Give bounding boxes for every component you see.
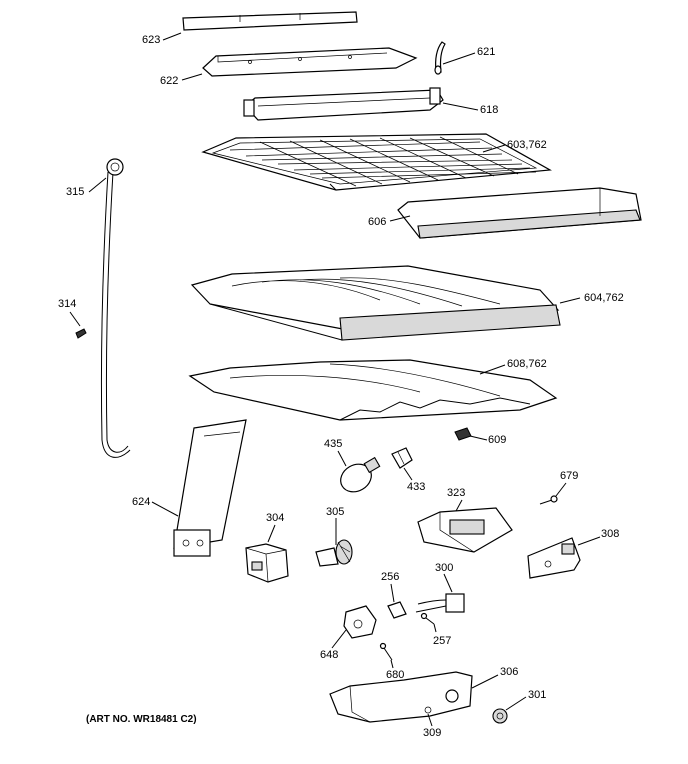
label-433: 433 — [407, 481, 426, 493]
label-257: 257 — [433, 635, 452, 647]
part-323-control-box — [417, 507, 513, 553]
part-301-knob — [492, 708, 508, 724]
label-622: 622 — [160, 75, 179, 87]
label-314: 314 — [58, 298, 77, 310]
label-609: 609 — [488, 434, 507, 446]
part-608-crisper-pan — [188, 359, 558, 421]
part-624-light-panel — [173, 419, 247, 557]
part-679-screw — [539, 495, 558, 505]
part-314-clip — [75, 328, 87, 339]
label-304: 304 — [266, 512, 285, 524]
part-300-switch — [415, 593, 465, 613]
art-number: (ART NO. WR18481 C2) — [86, 714, 197, 725]
part-433-socket — [391, 447, 413, 469]
part-435-bulb — [340, 456, 381, 493]
part-306-housing — [329, 671, 473, 723]
label-301: 301 — [528, 689, 547, 701]
part-256-switch — [387, 601, 407, 619]
label-300: 300 — [435, 562, 454, 574]
label-306: 306 — [500, 666, 519, 678]
part-648-relay — [343, 605, 377, 639]
label-618: 618 — [480, 104, 499, 116]
label-309: 309 — [423, 727, 442, 739]
part-623-strip — [182, 11, 358, 31]
part-315-tube — [100, 158, 131, 458]
part-305-knob — [315, 539, 353, 567]
part-609-clip — [454, 427, 472, 441]
label-305: 305 — [326, 506, 345, 518]
label-308: 308 — [601, 528, 620, 540]
label-624: 624 — [132, 496, 151, 508]
part-603-wire-shelf — [201, 133, 552, 191]
label-603-762: 603,762 — [507, 139, 547, 151]
label-606: 606 — [368, 216, 387, 228]
leader-lines — [69, 32, 601, 727]
label-679: 679 — [560, 470, 579, 482]
label-256: 256 — [381, 571, 400, 583]
label-315: 315 — [66, 186, 85, 198]
part-621-clip — [434, 41, 446, 75]
label-680: 680 — [386, 669, 405, 681]
label-608-762: 608,762 — [507, 358, 547, 370]
label-623: 623 — [142, 34, 161, 46]
label-435: 435 — [324, 438, 343, 450]
label-648: 648 — [320, 649, 339, 661]
part-606-crisper-front — [397, 187, 642, 239]
part-680-screw — [379, 642, 393, 661]
label-621: 621 — [477, 46, 496, 58]
part-604-crisper-cover — [190, 265, 561, 341]
label-604-762: 604,762 — [584, 292, 624, 304]
part-257-screw — [420, 612, 435, 625]
label-323: 323 — [447, 487, 466, 499]
part-308-bracket — [527, 537, 581, 579]
part-622-diffuser — [202, 47, 418, 77]
part-618-bracket — [243, 87, 444, 121]
part-304-block — [245, 543, 289, 583]
